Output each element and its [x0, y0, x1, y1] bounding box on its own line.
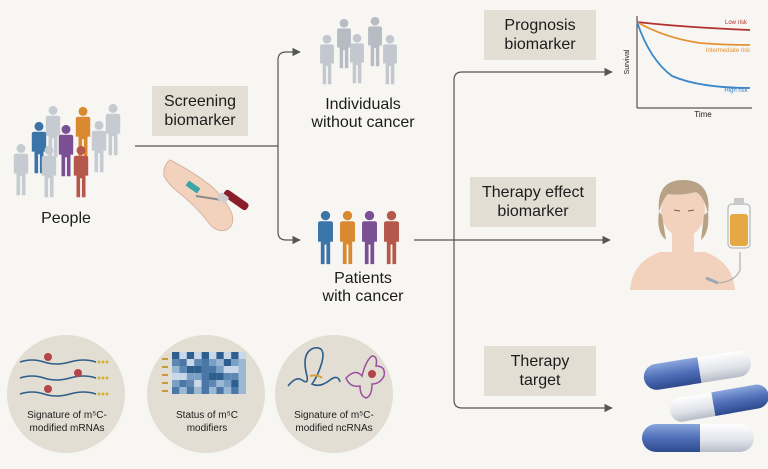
people-crowd [13, 103, 121, 198]
heatmap-cell [179, 380, 187, 387]
high-risk-curve [636, 21, 751, 89]
heatmap-cell [172, 387, 180, 394]
heatmap-cell [238, 373, 246, 380]
heatmap-cell [201, 387, 209, 394]
heatmap-cell [216, 359, 224, 366]
connector-lines [135, 47, 613, 413]
heatmap-cell [216, 366, 224, 373]
heatmap-cell [231, 387, 239, 394]
heatmap-cell [194, 359, 202, 366]
heatmap-cell [223, 380, 232, 387]
heatmap-cell [179, 352, 187, 359]
heatmap-cell [194, 373, 202, 380]
therapy-effect-biomarker-label: Therapy effect biomarker [470, 177, 596, 227]
survival-xlabel: Time [694, 110, 712, 119]
heatmap-cell [209, 387, 217, 394]
heatmap-cell [209, 352, 217, 359]
heatmap-cell [186, 366, 195, 373]
heatmap-cell [238, 352, 246, 359]
low-risk-label: Low risk [724, 20, 747, 26]
cancer-patients-icon [318, 210, 399, 265]
heatmap-cell [223, 387, 232, 394]
heatmap-cell [209, 366, 217, 373]
no-cancer-label: Individuals without cancer [311, 96, 415, 132]
heatmap-cell [231, 380, 239, 387]
heatmap-cell [179, 373, 187, 380]
high-risk-label: High risk [724, 88, 748, 94]
heatmap-cell [216, 387, 224, 394]
screening-biomarker-label: Screening biomarker [152, 86, 248, 136]
heatmap-cell [238, 387, 246, 394]
blood-draw-illustration [163, 159, 249, 232]
healthy-individuals-icon [320, 16, 397, 85]
heatmap-cell [179, 366, 187, 373]
heatmap-cell [238, 380, 246, 387]
heatmap-cell [209, 373, 217, 380]
heatmap-cell [172, 380, 180, 387]
heatmap-cell [201, 366, 209, 373]
ncrna-signature-label: Signature of m⁵C- modified ncRNAs [294, 410, 374, 434]
heatmap-cell [216, 373, 224, 380]
heatmap-cell [186, 373, 195, 380]
heatmap-cell [231, 359, 239, 366]
modifier-heatmap [172, 352, 246, 394]
modifiers-status-circle [147, 335, 265, 453]
heatmap-cell [194, 352, 202, 359]
capsules-illustration [642, 350, 768, 452]
heatmap-cell [186, 380, 195, 387]
survival-chart [636, 16, 752, 109]
heatmap-cell [223, 352, 232, 359]
intermediate-risk-curve [636, 21, 751, 46]
heatmap-cell [172, 359, 180, 366]
heatmap-cell [172, 366, 180, 373]
heatmap-cell [216, 352, 224, 359]
heatmap-cell [238, 359, 246, 366]
patient-iv-illustration [630, 180, 751, 290]
mrna-signature-label: Signature of m⁵C- modified mRNAs [27, 410, 107, 434]
cancer-patients-label: Patients with cancer [322, 270, 404, 306]
heatmap-cell [223, 366, 232, 373]
heatmap-cell [172, 352, 180, 359]
heatmap-cell [231, 373, 239, 380]
heatmap-cell [201, 359, 209, 366]
heatmap-cell [172, 373, 180, 380]
low-risk-curve [636, 21, 751, 31]
heatmap-cell [216, 380, 224, 387]
prognosis-biomarker-label: Prognosis biomarker [484, 10, 596, 60]
heatmap-cell [186, 352, 195, 359]
heatmap-cell [209, 359, 217, 366]
heatmap-cell [223, 373, 232, 380]
heatmap-cell [209, 380, 217, 387]
ncrna-signature-circle [275, 335, 393, 453]
heatmap-cell [194, 387, 202, 394]
heatmap-cell [194, 380, 202, 387]
survival-ylabel: Survival [623, 49, 631, 75]
heatmap-cell [179, 359, 187, 366]
heatmap-cell [186, 387, 195, 394]
intermediate-risk-label: Intermediate risk [705, 48, 751, 54]
mrna-signature-circle [7, 335, 125, 453]
therapy-target-label: Therapy target [484, 346, 596, 396]
heatmap-cell [231, 366, 239, 373]
modifiers-status-label: Status of m⁵C modifiers [176, 410, 238, 434]
heatmap-cell [201, 352, 209, 359]
heatmap-cell [201, 373, 209, 380]
heatmap-cell [179, 387, 187, 394]
heatmap-cell [201, 380, 209, 387]
people-label: People [41, 210, 91, 227]
heatmap-cell [231, 352, 239, 359]
heatmap-cell [186, 359, 195, 366]
heatmap-cell [194, 366, 202, 373]
heatmap-cell [223, 359, 232, 366]
heatmap-cell [238, 366, 246, 373]
